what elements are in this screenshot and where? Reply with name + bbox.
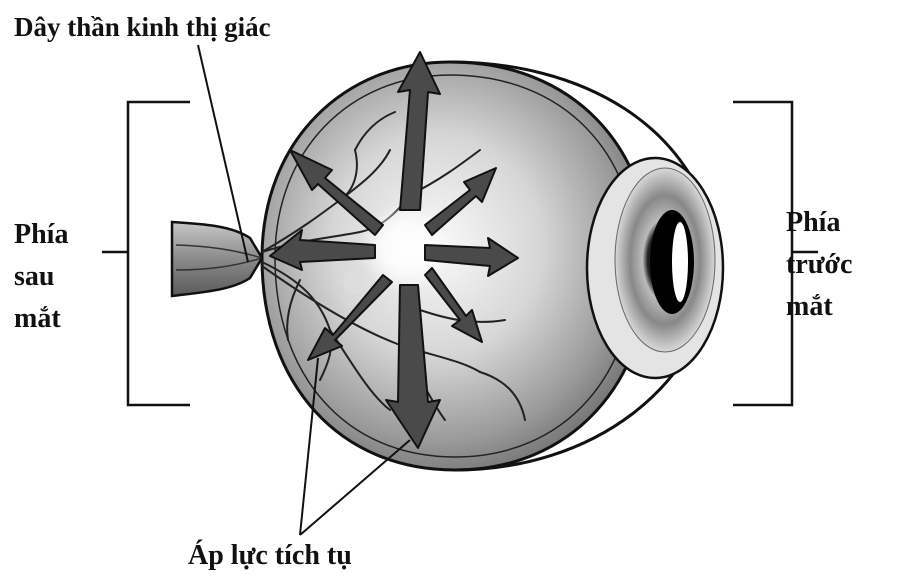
optic-nerve-label: Dây thần kinh thị giác	[14, 14, 271, 41]
front-label-line-2: trước	[786, 244, 906, 286]
cornea-iris	[587, 158, 723, 378]
front-of-eye-label: Phía trước mắt	[786, 202, 906, 328]
optic-nerve	[172, 222, 262, 296]
back-of-eye-label: Phía sau mắt	[14, 214, 124, 340]
back-label-line-1: Phía	[14, 214, 124, 256]
back-label-line-3: mắt	[14, 298, 124, 340]
pressure-buildup-label: Áp lực tích tụ	[188, 542, 352, 570]
pressure-leader-right	[300, 440, 410, 535]
back-label-line-2: sau	[14, 256, 124, 298]
front-label-line-1: Phía	[786, 202, 906, 244]
front-label-line-3: mắt	[786, 286, 906, 328]
